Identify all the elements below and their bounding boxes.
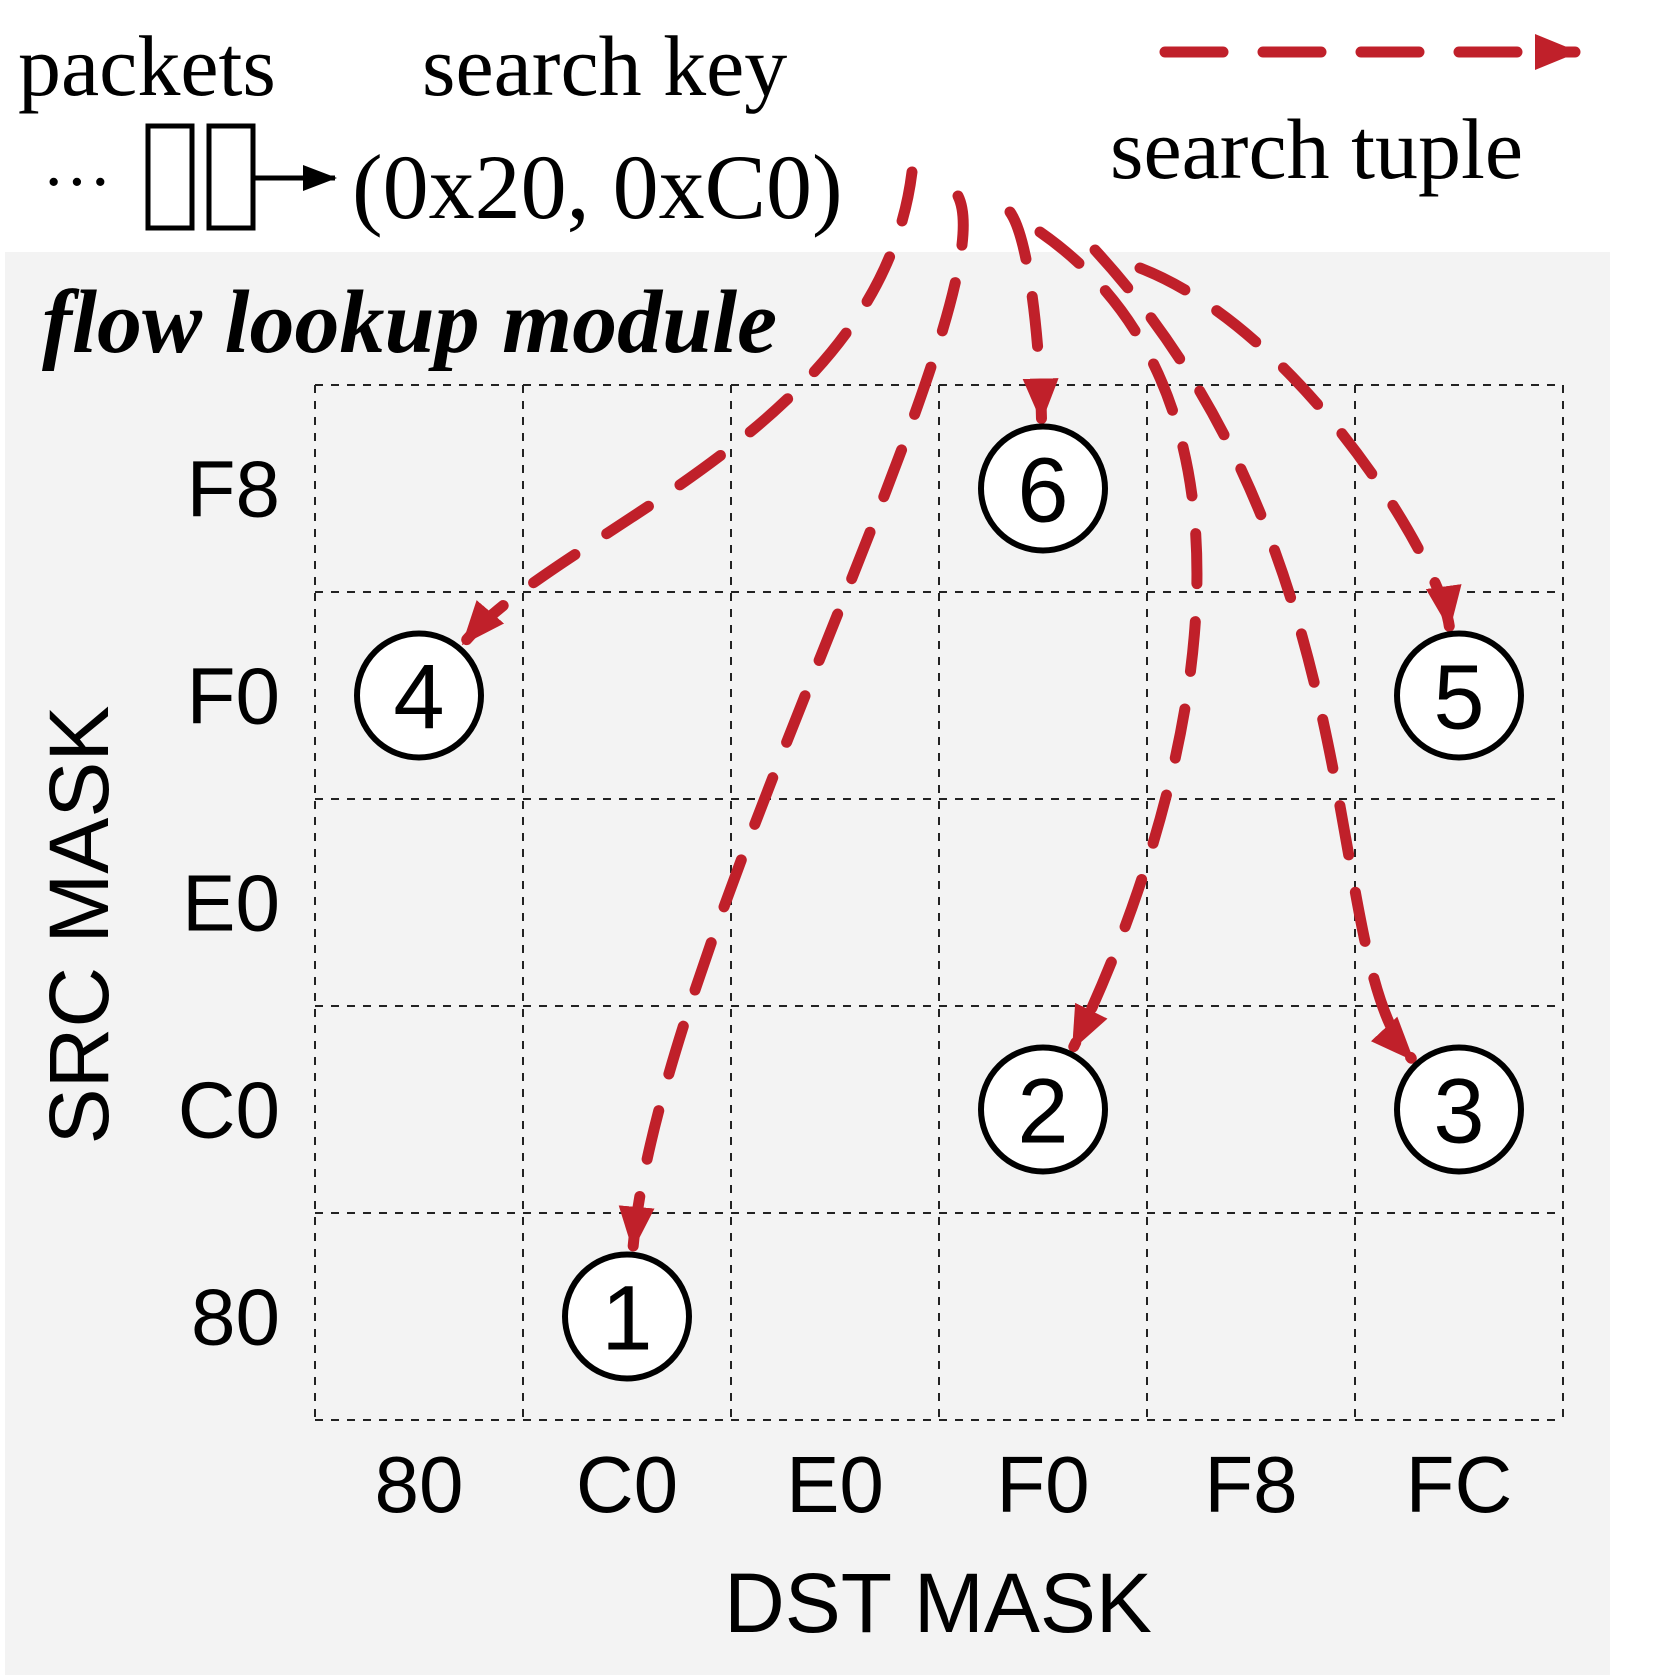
tuple-label-5: 5 — [1433, 647, 1484, 749]
tuple-label-4: 4 — [393, 647, 444, 749]
tuple-markers: 1 2 3 4 5 6 — [354, 423, 1524, 1382]
module-title: flow lookup module — [42, 273, 777, 372]
y-tick-label: F8 — [187, 445, 280, 534]
y-tick-label: E0 — [182, 859, 280, 948]
x-axis-ticks: 80 C0 E0 F0 F8 FC — [375, 1440, 1513, 1529]
tuple-label-3: 3 — [1433, 1061, 1484, 1163]
y-tick-label: 80 — [191, 1273, 280, 1362]
x-tick-label: E0 — [786, 1440, 884, 1529]
search-arrow-to-tuple-1 — [618, 190, 969, 1253]
x-tick-label: 80 — [375, 1440, 464, 1529]
search-arrows — [458, 166, 1462, 1253]
search-arrow-to-tuple-4 — [458, 166, 918, 648]
search-arrow-to-tuple-3 — [1089, 244, 1417, 1064]
tuple-circle-6 — [978, 423, 1108, 554]
y-tick-label: F0 — [187, 652, 280, 741]
y-axis-label: SRC MASK — [32, 706, 126, 1145]
x-tick-label: C0 — [576, 1440, 678, 1529]
packet-ellipsis: ··· — [42, 144, 112, 221]
y-tick-label: C0 — [178, 1066, 280, 1155]
x-tick-label: F0 — [996, 1440, 1089, 1529]
packets-label: packets — [18, 18, 276, 114]
tuple-circle-2 — [978, 1044, 1108, 1175]
tuple-circle-1 — [562, 1251, 692, 1382]
x-tick-label: F8 — [1204, 1440, 1297, 1529]
search-key-value: (0x20, 0xC0) — [352, 136, 843, 238]
module-background — [5, 252, 1610, 1675]
search-arrow-to-tuple-2 — [1034, 226, 1203, 1053]
tuple-circle-3 — [1394, 1044, 1524, 1175]
tuple-label-6: 6 — [1017, 440, 1068, 542]
search-arrow-to-tuple-6 — [1004, 206, 1059, 425]
search-arrow-to-tuple-5 — [1134, 262, 1462, 632]
tuple-circle-5 — [1394, 630, 1524, 761]
tuple-circle-4 — [354, 630, 484, 761]
tuple-label-2: 2 — [1017, 1061, 1068, 1163]
packet-box — [206, 123, 256, 231]
tuple-label-1: 1 — [601, 1268, 652, 1370]
legend-label: search tuple — [1110, 101, 1523, 197]
x-axis-label: DST MASK — [724, 1556, 1152, 1650]
search-key-label: search key — [422, 18, 787, 114]
packet-box — [145, 123, 195, 231]
x-tick-label: FC — [1406, 1440, 1513, 1529]
